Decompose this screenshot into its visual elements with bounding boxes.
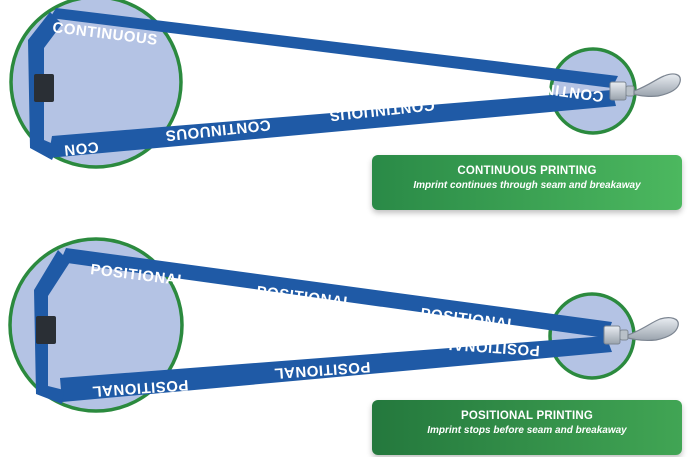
lower-strap	[48, 90, 616, 158]
left-seam-magnifier	[9, 0, 183, 169]
swivel-hook-icon	[625, 73, 681, 97]
left-fold	[28, 12, 62, 160]
metal-clip-icon	[603, 325, 621, 345]
positional-printing-card: POSITIONAL PRINTING Imprint stops before…	[372, 400, 682, 455]
upper-strap	[50, 8, 618, 88]
card-title: CONTINUOUS PRINTING	[457, 165, 597, 177]
lower-strap	[60, 336, 612, 402]
positional-lanyard: POSITIONAL POSITIONAL POSITIONAL POSITIO…	[8, 237, 679, 413]
card-subtitle: Imprint stops before seam and breakaway	[427, 425, 627, 436]
continuous-lanyard: CONTINUOUS CONTINUOUS CONTINUOUS CONTINU…	[9, 0, 681, 169]
left-fold	[34, 250, 70, 404]
continuous-printing-card: CONTINUOUS PRINTING Imprint continues th…	[372, 155, 682, 210]
strap-label: POSITIONAL	[443, 335, 541, 359]
metal-clip-icon	[609, 81, 627, 101]
strap-label: POSITIONAL	[91, 376, 189, 400]
swivel-hook-icon	[619, 317, 679, 341]
strap-label: POSITIONAL	[273, 358, 371, 382]
card-title: POSITIONAL PRINTING	[460, 410, 593, 422]
breakaway-clip-icon	[36, 316, 56, 344]
card-subtitle: Imprint continues through seam and break…	[413, 180, 641, 191]
upper-strap	[60, 248, 612, 338]
breakaway-clip-icon	[34, 74, 54, 102]
strap-label: CON	[63, 138, 99, 159]
